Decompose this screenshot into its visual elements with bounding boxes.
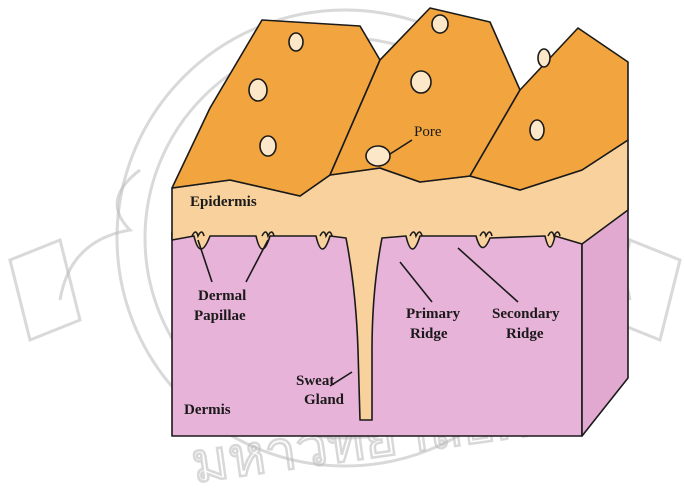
pore-hole — [411, 71, 431, 93]
label-epidermis: Epidermis — [190, 194, 257, 210]
label-sweat-gland-line2: Gland — [304, 392, 345, 408]
label-dermal-papillae-line1: Dermal — [198, 288, 246, 304]
label-dermal-papillae-line2: Papillae — [194, 308, 246, 324]
label-sweat-gland-line1: Sweat — [296, 373, 334, 389]
label-secondary-ridge-line1: Secondary — [492, 306, 560, 322]
label-dermis: Dermis — [184, 402, 231, 418]
pore-hole — [260, 136, 276, 156]
label-primary-ridge-line2: Ridge — [410, 326, 448, 342]
pore-hole — [249, 79, 267, 101]
label-secondary-ridge-line2: Ridge — [506, 326, 544, 342]
pore-hole — [366, 146, 390, 166]
pore-hole — [432, 15, 448, 33]
pore-hole — [530, 120, 544, 140]
pore-hole — [538, 49, 550, 67]
pore-hole — [289, 33, 303, 51]
label-primary-ridge-line1: Primary — [406, 306, 461, 322]
label-pore: Pore — [414, 124, 442, 140]
